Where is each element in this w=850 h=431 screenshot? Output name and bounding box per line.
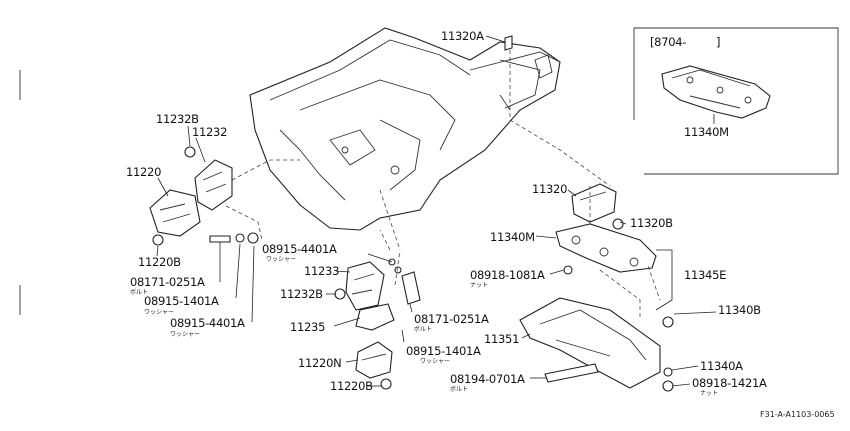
label-11320A: 11320A	[441, 29, 484, 43]
label-08915-4401A-mid: 08915-4401A	[262, 242, 337, 256]
label-11340B: 11340B	[718, 303, 761, 317]
label-11235: 11235	[290, 320, 326, 334]
sub-washer-left: ワッシャー	[144, 309, 175, 316]
sub-washer-mid2: ワッシャー	[420, 358, 451, 365]
label-11220B: 11220B	[138, 255, 181, 269]
label-08171-0251A-mid: 08171-0251A	[414, 312, 489, 326]
label-11345E: 11345E	[684, 268, 727, 282]
inset-date-label: [8704-	[650, 35, 687, 49]
label-11232: 11232	[192, 125, 228, 139]
figure-code: F31-A-A1103-0065	[760, 410, 835, 419]
label-08915-1401A-left: 08915-1401A	[144, 294, 219, 308]
label-11340M-inset: 11340M	[684, 125, 729, 139]
leader-lines	[156, 35, 717, 387]
label-11340A: 11340A	[700, 359, 743, 373]
sub-bolt-mid: ボルト	[414, 326, 433, 333]
left-mount-drawing	[149, 146, 259, 246]
center-mount-drawing	[334, 258, 421, 390]
label-11351: 11351	[484, 332, 520, 346]
label-11233: 11233	[304, 264, 340, 278]
label-08918-1081A: 08918-1081A	[470, 268, 545, 282]
label-11232B-mid: 11232B	[280, 287, 323, 301]
label-08194-0701A: 08194-0701A	[450, 372, 525, 386]
sub-nut-right: ナット	[700, 390, 719, 397]
sub-washer-mid: ワッシャー	[266, 256, 297, 263]
label-08171-0251A-left: 08171-0251A	[130, 275, 205, 289]
label-08915-1401A-mid: 08915-1401A	[406, 344, 481, 358]
sub-bolt-left: ボルト	[130, 289, 149, 296]
label-11220: 11220	[126, 165, 162, 179]
label-11340M: 11340M	[490, 230, 535, 244]
engine-transmission-drawing	[249, 27, 561, 231]
sub-nut-mid: ナット	[470, 282, 489, 289]
assembly-lines	[225, 50, 661, 320]
label-11220N: 11220N	[298, 356, 342, 370]
sub-bolt-right: ボルト	[450, 386, 469, 393]
label-11232B-top: 11232B	[156, 112, 199, 126]
inset-frame	[634, 27, 839, 175]
label-11220B-bottom: 11220B	[330, 379, 373, 393]
inset-date-close: ]	[716, 35, 721, 49]
inset-crossmember-drawing	[661, 65, 771, 124]
label-08918-1421A: 08918-1421A	[692, 376, 767, 390]
label-08915-4401A-left: 08915-4401A	[170, 316, 245, 330]
sub-washer-left2: ワッシャー	[170, 331, 201, 338]
right-mount-drawing	[504, 35, 674, 392]
label-11320B: 11320B	[630, 216, 673, 230]
label-11320: 11320	[532, 182, 568, 196]
